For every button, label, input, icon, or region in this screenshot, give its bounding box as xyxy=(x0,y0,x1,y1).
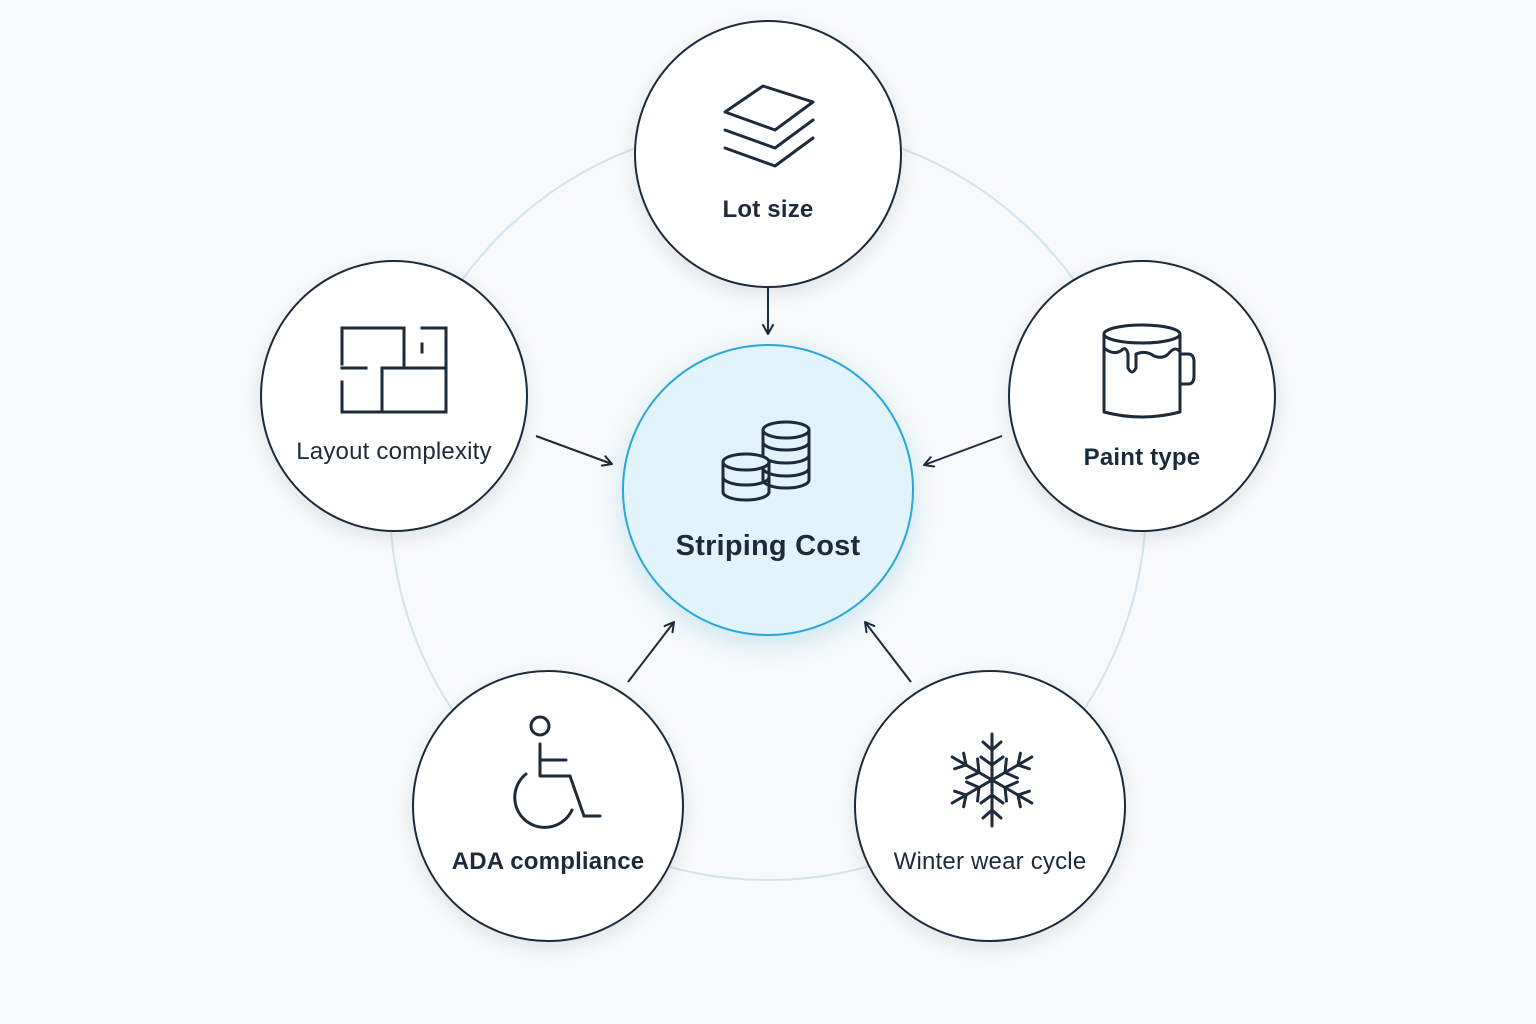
layers-icon xyxy=(723,84,815,168)
factor-node-lot-size: Lot size xyxy=(634,20,902,288)
factor-label-winter-wear-cycle: Winter wear cycle xyxy=(893,848,1087,875)
floor-plan-icon xyxy=(340,326,448,414)
paint-bucket-icon xyxy=(1102,323,1196,419)
coins-icon xyxy=(721,420,811,502)
wheelchair-icon xyxy=(513,715,602,829)
arrow-winter-wear-cycle xyxy=(864,621,912,683)
snowflake-icon xyxy=(948,732,1036,828)
center-node-striping-cost: Striping Cost xyxy=(622,344,914,636)
arrow-ada-compliance xyxy=(627,621,675,683)
factor-label-ada-compliance: ADA compliance xyxy=(451,848,645,875)
factor-node-winter-wear-cycle: Winter wear cycle xyxy=(854,670,1126,942)
center-node-label: Striping Cost xyxy=(675,530,861,562)
factor-label-lot-size: Lot size xyxy=(722,196,814,223)
factor-label-layout-complexity: Layout complexity xyxy=(296,438,492,465)
factor-node-layout-complexity: Layout complexity xyxy=(260,260,528,532)
factor-node-paint-type: Paint type xyxy=(1008,260,1276,532)
arrow-layout-complexity xyxy=(535,435,613,467)
arrow-paint-type xyxy=(923,435,1003,468)
factor-node-ada-compliance: ADA compliance xyxy=(412,670,684,942)
factor-label-paint-type: Paint type xyxy=(1083,444,1201,471)
